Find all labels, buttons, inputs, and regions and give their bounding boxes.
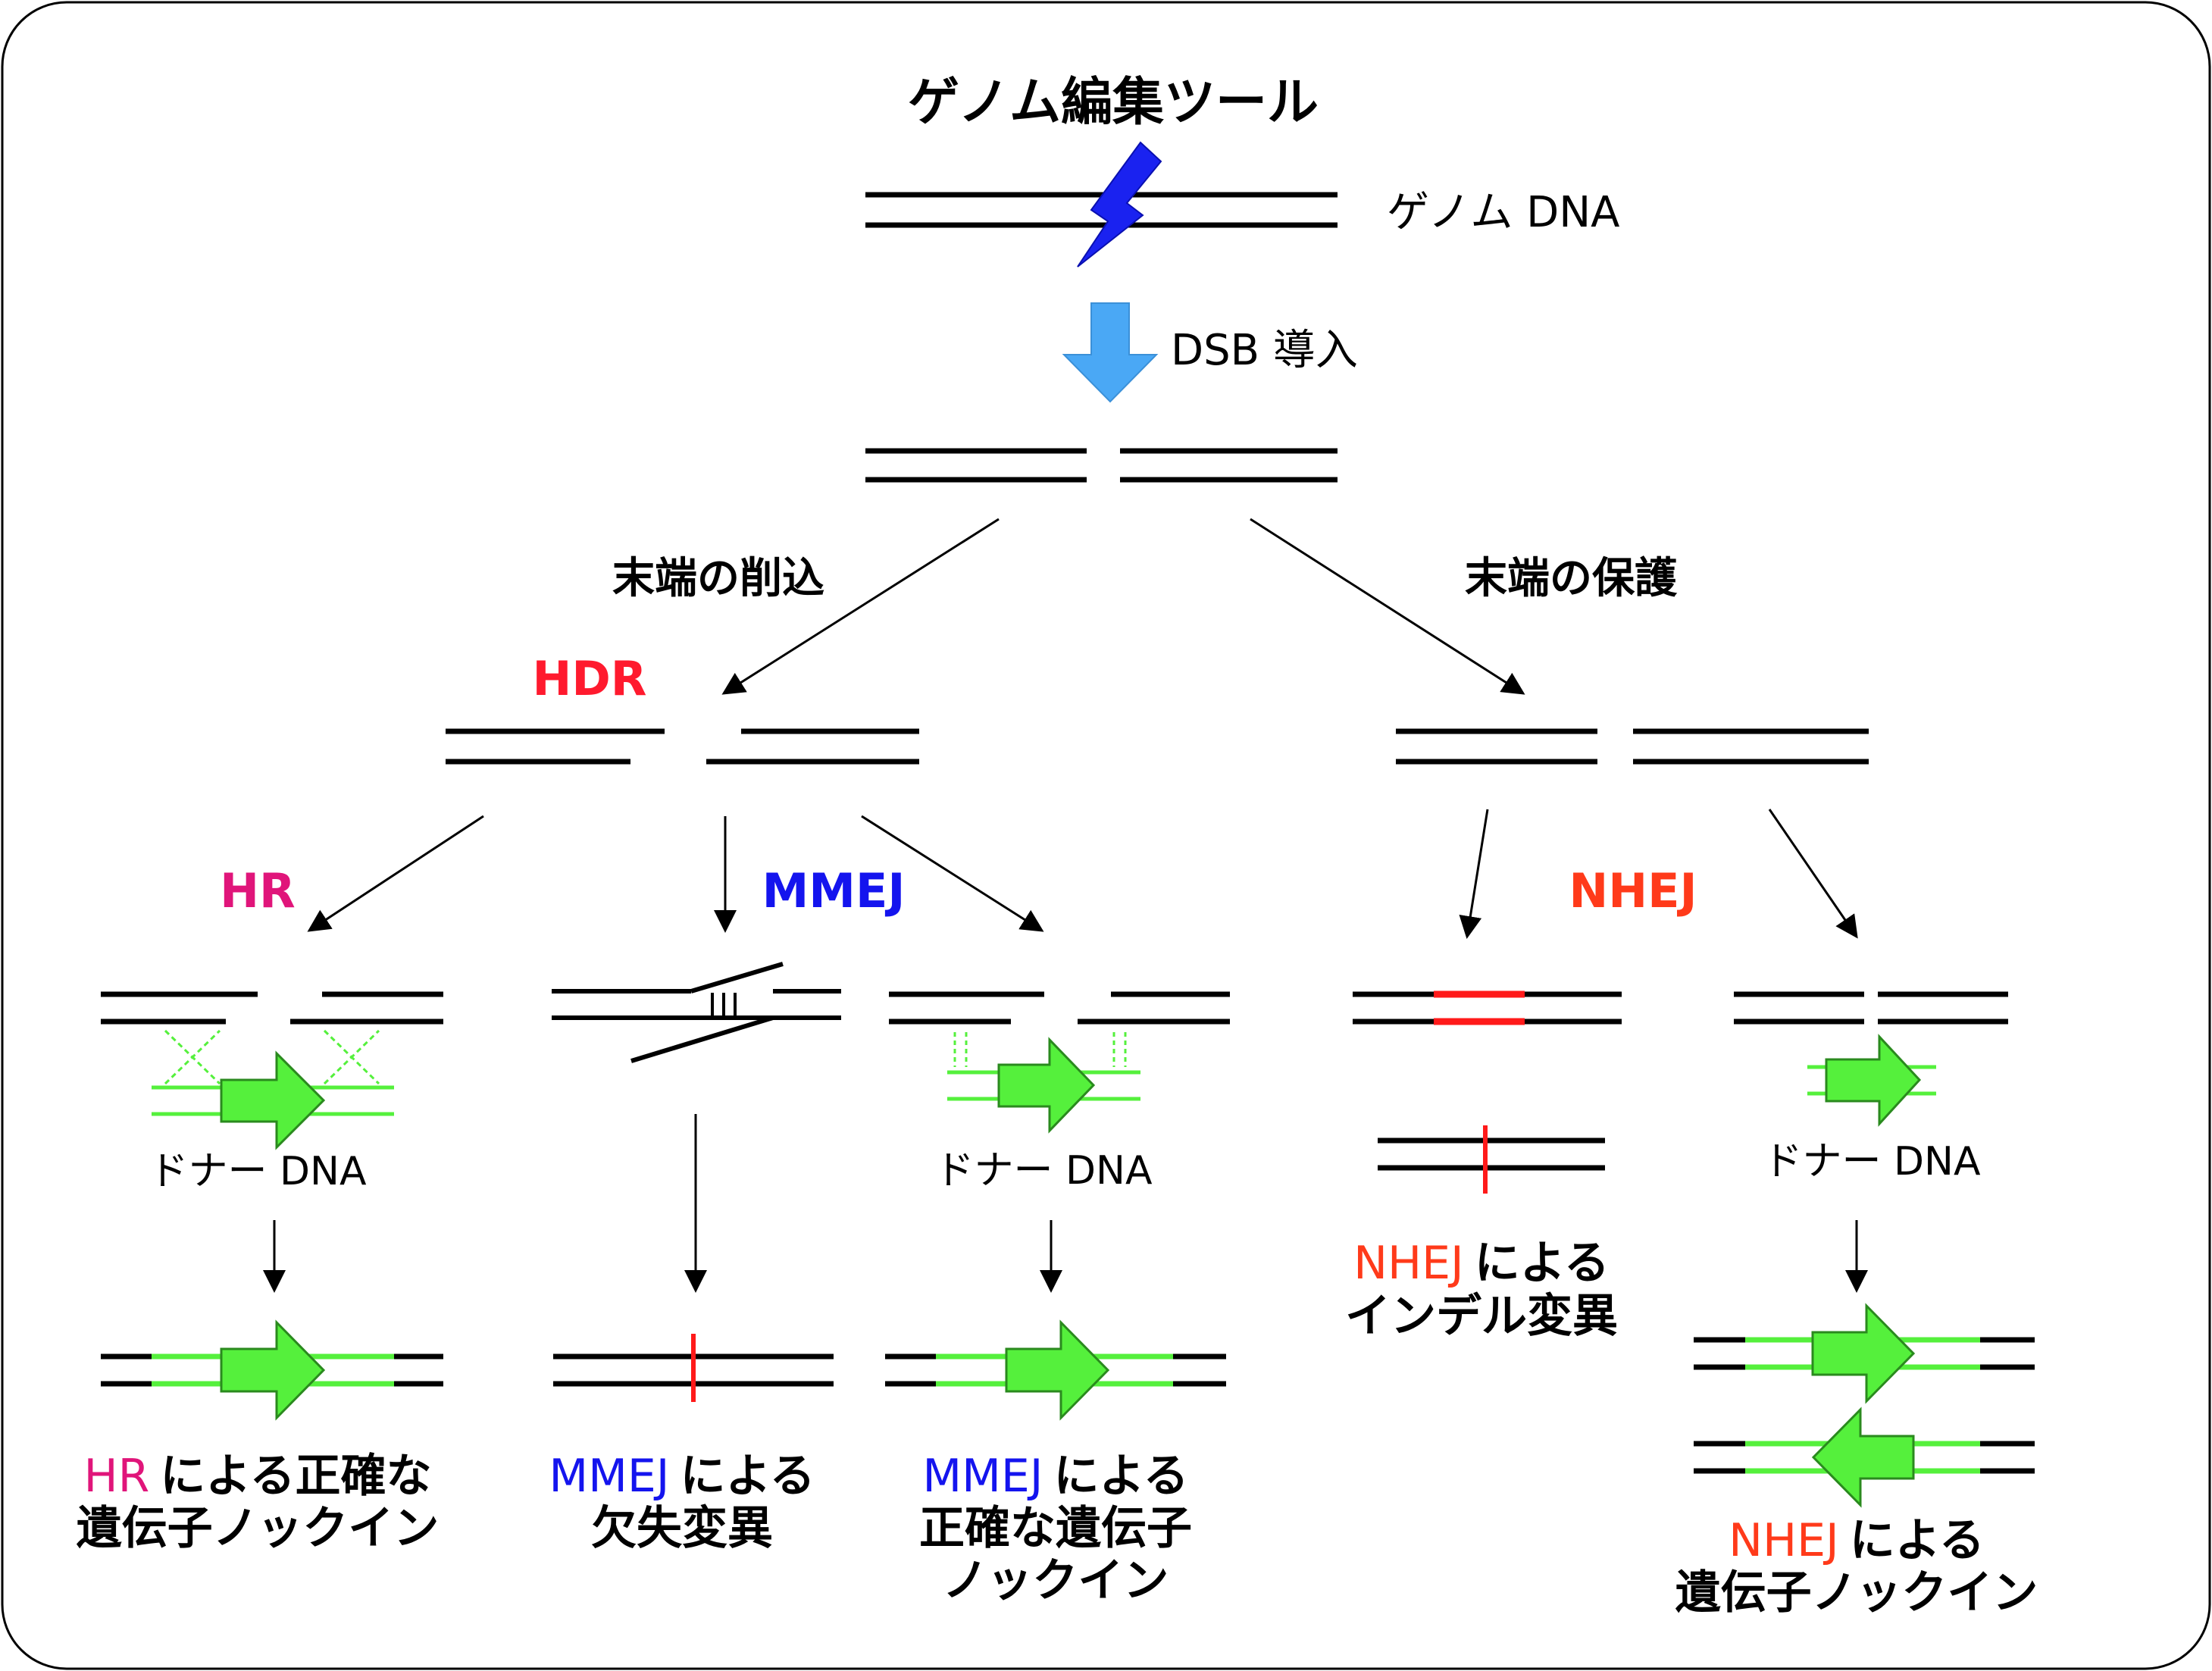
resection-arrow	[721, 518, 1000, 695]
hr-result-dna	[101, 1319, 443, 1421]
broken-dna	[865, 448, 1338, 483]
nhej-knockin-outcome-name: NHEJ	[1729, 1514, 1839, 1567]
mmej-deletion-outcome-line2: 欠失変異	[591, 1502, 773, 1555]
nhej-knockin-reverse-dna	[1694, 1407, 2035, 1508]
lightning-icon	[1077, 141, 1162, 268]
genome-dna-label: ゲノム DNA	[1387, 188, 1619, 237]
nhej-knockin-outcome-line2: 遺伝子ノックイン	[1675, 1566, 2038, 1619]
nhej-indel-result-dna	[1378, 1125, 1605, 1194]
mmej-knockin-outcome-rest: による	[1053, 1450, 1188, 1503]
mmej-deletion-intermediate	[552, 962, 841, 1063]
donor-arrow-icon	[220, 1050, 326, 1150]
mmej-deletion-outcome-name: MMEJ	[549, 1450, 669, 1503]
hr-label: HR	[220, 863, 296, 918]
hr-donor-label: ドナー DNA	[149, 1149, 366, 1194]
nhej-indel-arrow	[1459, 809, 1489, 939]
mmej-donor-label: ドナー DNA	[934, 1148, 1152, 1194]
hr-arrow	[307, 815, 484, 932]
nhej-indel-outcome-line2: インデル変異	[1345, 1290, 1618, 1343]
mmej-knockin-outcome-name: MMEJ	[922, 1450, 1043, 1503]
protection-arrow	[1250, 518, 1525, 695]
nhej-indel-intermediate	[1353, 990, 1622, 1025]
mmej-knockin-intermediate	[889, 991, 1230, 1134]
knockin-reverse-arrow-icon	[1811, 1407, 1915, 1508]
nhej-indel-outcome-rest: による	[1475, 1237, 1610, 1290]
nhej-knockin-arrow	[1768, 809, 1858, 939]
knockin-arrow-icon	[1005, 1319, 1110, 1421]
donor-arrow-icon	[1825, 1034, 1922, 1127]
protected-dna	[1396, 728, 1869, 765]
hdr-label: HDR	[532, 651, 646, 706]
mmej-knockin-outcome-line3: ノックイン	[943, 1554, 1169, 1607]
mmej-deletion-outcome-rest: による	[680, 1450, 815, 1503]
nhej-donor-label: ドナー DNA	[1763, 1139, 1980, 1184]
donor-arrow-icon	[997, 1037, 1096, 1134]
nhej-label: NHEJ	[1569, 863, 1697, 918]
nhej-indel-outcome-name: NHEJ	[1353, 1237, 1464, 1290]
nhej-knockin-intermediate	[1734, 991, 2008, 1127]
dsb-arrow-icon	[1062, 302, 1159, 403]
hr-outcome-name: HR	[83, 1450, 149, 1503]
mmej-knockin-arrow	[861, 815, 1044, 932]
mmej-knockin-outcome-line2: 正確な遺伝子	[919, 1502, 1192, 1555]
resection-label: 末端の削込	[612, 554, 824, 603]
nhej-knockin-forward-dna	[1694, 1303, 2035, 1404]
dsb-label: DSB 導入	[1171, 326, 1358, 375]
mmej-deletion-result-dna	[553, 1334, 834, 1402]
mmej-label: MMEJ	[762, 863, 906, 918]
protection-label: 末端の保護	[1465, 554, 1678, 603]
hr-outcome-line2: 遺伝子ノックイン	[77, 1502, 440, 1555]
hr-intermediate	[101, 991, 443, 1150]
mmej-knockin-result-dna	[885, 1319, 1226, 1421]
resected-dna	[446, 728, 919, 765]
hr-outcome-rest: による正確な	[160, 1450, 431, 1503]
diagram-title: ゲノム編集ツール	[908, 73, 1319, 133]
knockin-forward-arrow-icon	[1811, 1303, 1916, 1404]
nhej-knockin-outcome-rest: による	[1850, 1514, 1985, 1567]
knockin-arrow-icon	[220, 1319, 326, 1421]
